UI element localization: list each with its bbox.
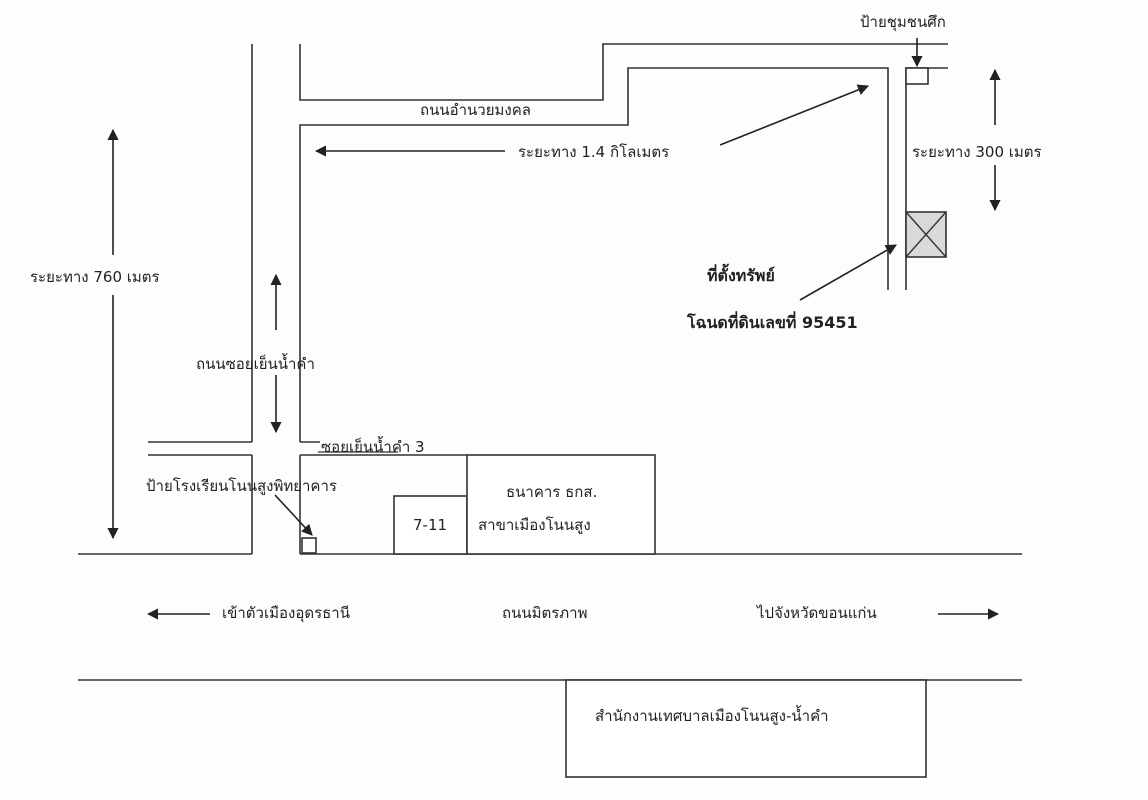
community-sign-marker [905,67,929,85]
property-deed: โฉนดที่ดินเลขที่ 95451 [687,313,858,332]
distance-760m-label: ระยะทาง 760 เมตร [30,268,160,286]
seven-eleven-label: 7-11 [413,516,448,534]
soi-road-label: ถนนซอยเย็นน้ำคำ [196,355,315,373]
property-arrow [799,244,897,301]
school-sign-marker [301,537,317,554]
property-title: ที่ตั้งทรัพย์ [707,266,775,285]
distance-1-4km-label: ระยะทาง 1.4 กิโลเมตร [518,143,670,161]
community-sign-label: ป้ายชุมชนศึก [860,13,946,31]
arrows [107,38,1001,620]
bank-label-line2: สาขาเมืองโนนสูง [478,516,591,534]
bank-label-line1: ธนาคาร ธกส. [506,483,598,501]
municipal-office-building [565,679,927,778]
municipal-office-label: สำนักงานเทศบาลเมืองโนนสูง-น้ำคำ [595,707,829,725]
property-marker [905,211,947,258]
soi-3-label: ซอยเย็นน้ำคำ 3 [321,438,425,456]
direction-left-label: เข้าตัวเมืองอุดรธานี [222,604,350,622]
distance-300m-label: ระยะทาง 300 เมตร [912,143,1042,161]
bank-building [466,454,656,555]
main-road-label: ถนนมิตรภาพ [502,604,588,622]
direction-right-label: ไปจังหวัดขอนแก่น [757,604,877,622]
school-sign-arrow [274,494,313,536]
school-sign-label: ป้ายโรงเรียนโนนสูงพิทยาคาร [146,477,337,495]
arrow-1-4km-right [719,84,870,146]
top-road-label: ถนนอำนวยมงคล [420,101,531,119]
